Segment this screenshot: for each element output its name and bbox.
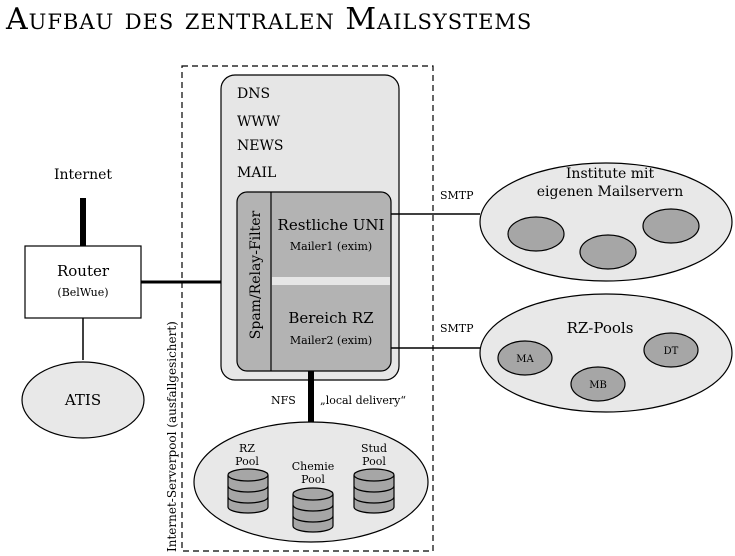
spam-filter-label: Spam/Relay-Filter bbox=[248, 210, 264, 339]
smtp-institute-label: SMTP bbox=[440, 189, 474, 202]
rzpool-node-mb bbox=[570, 366, 626, 402]
mailer-uni-sublabel: Mailer1 (exim) bbox=[290, 240, 372, 253]
mailer-separator bbox=[272, 277, 390, 285]
nfs-label: NFS bbox=[271, 394, 296, 407]
rzpool-node-ma-label: MA bbox=[516, 354, 534, 365]
service-mail: MAIL bbox=[237, 165, 276, 181]
stud-pool-label-line1: Stud bbox=[361, 442, 387, 455]
service-news: NEWS bbox=[237, 138, 283, 154]
rzpool-node-dt bbox=[643, 332, 699, 368]
rzpool-node-ma bbox=[497, 340, 553, 376]
chemie-pool-label-line2: Pool bbox=[301, 473, 325, 486]
stud-pool-storage-icon bbox=[353, 468, 395, 514]
atis-label: ATIS bbox=[64, 391, 101, 409]
rzpool-node-dt-label: DT bbox=[664, 346, 679, 357]
atis-node bbox=[21, 361, 145, 439]
rzpools-cluster bbox=[479, 293, 733, 413]
chemie-pool-label-line1: Chemie bbox=[292, 460, 334, 473]
mailer-rz-label: Bereich RZ bbox=[288, 309, 373, 327]
institute-mailserver-1 bbox=[507, 216, 565, 252]
internet-label: Internet bbox=[54, 167, 112, 183]
serverpool-border bbox=[181, 65, 434, 552]
institute-label-line1: Institute mit bbox=[566, 166, 655, 182]
router-label: Router bbox=[57, 262, 110, 280]
mailer-rz-sublabel: Mailer2 (exim) bbox=[290, 334, 372, 347]
rz-pool-storage-icon bbox=[227, 468, 269, 514]
serverpool-label: Internet-Serverpool (ausfallgesichert) bbox=[165, 321, 179, 552]
chemie-pool-storage-icon bbox=[292, 487, 334, 533]
service-dns: DNS bbox=[237, 86, 270, 102]
institute-mailserver-3 bbox=[642, 208, 700, 244]
page-title: Aufbau des zentralen Mailsystems bbox=[6, 2, 533, 37]
smtp-rzpools-label: SMTP bbox=[440, 322, 474, 335]
rz-pool-label-line2: Pool bbox=[235, 455, 259, 468]
local-delivery-label: „local delivery“ bbox=[320, 394, 406, 407]
router-sublabel: (BelWue) bbox=[57, 286, 108, 299]
rzpool-node-mb-label: MB bbox=[589, 380, 607, 391]
rz-pool-label-line1: RZ bbox=[239, 442, 255, 455]
service-www: WWW bbox=[237, 114, 281, 130]
institute-mailserver-2 bbox=[579, 234, 637, 270]
institute-cluster bbox=[479, 162, 733, 282]
stud-pool-label-line2: Pool bbox=[362, 455, 386, 468]
rzpools-label: RZ-Pools bbox=[567, 319, 634, 337]
institute-label-line2: eigenen Mailservern bbox=[537, 184, 683, 200]
mailer-uni-label: Restliche UNI bbox=[278, 216, 385, 234]
router-box bbox=[24, 245, 142, 319]
